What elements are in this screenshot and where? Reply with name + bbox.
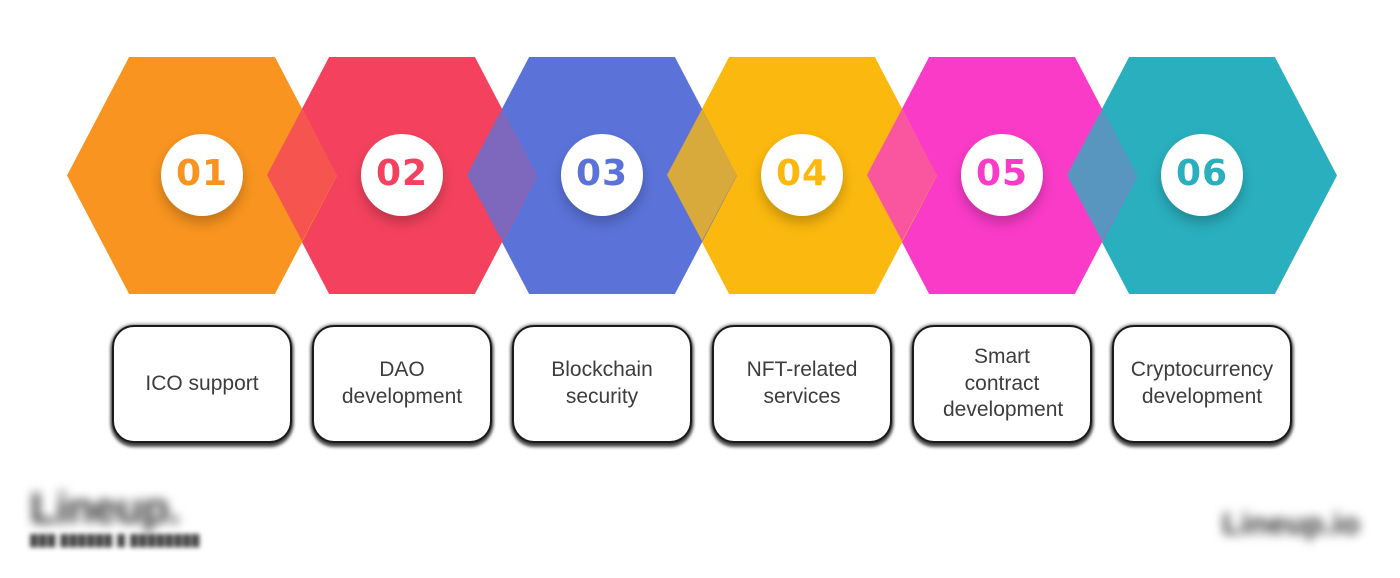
step-card-3: Blockchain security (512, 325, 692, 443)
step-number-circle-2: 02 (361, 134, 443, 216)
brand-logo-redacted: Lineup. ███ ██████ █ ████████ (30, 484, 201, 548)
step-number-circle-5: 05 (961, 134, 1043, 216)
brand-tagline-blurred: ███ ██████ █ ████████ (30, 535, 201, 548)
step-card-label-3: Blockchain security (551, 358, 653, 408)
step-number-3: 03 (575, 153, 629, 194)
step-card-label-2: DAO development (341, 358, 463, 408)
step-number-5: 05 (975, 153, 1029, 194)
step-card-label-1: ICO support (145, 371, 259, 395)
step-card-4: NFT-related services (712, 325, 892, 443)
step-card-2: DAO development (312, 325, 492, 443)
step-number-2: 02 (375, 153, 429, 194)
step-number-1: 01 (175, 153, 229, 194)
step-number-circle-4: 04 (761, 134, 843, 216)
brand-wordmark-blurred: Lineup. (30, 484, 180, 533)
step-number-circle-6: 06 (1161, 134, 1243, 216)
step-card-label-6: Cryptocurrency development (1130, 358, 1274, 408)
step-card-6: Cryptocurrency development (1112, 325, 1292, 443)
website-wordmark-blurred: Lineup.io (1222, 506, 1360, 541)
step-card-5: Smart contract development (912, 325, 1092, 443)
step-card-label-5: Smart contract development (943, 344, 1064, 422)
step-number-circle-3: 03 (561, 134, 643, 216)
step-card-1: ICO support (112, 325, 292, 443)
step-number-6: 06 (1175, 153, 1229, 194)
step-card-label-4: NFT-related services (746, 358, 858, 408)
step-number-circle-1: 01 (161, 134, 243, 216)
step-number-4: 04 (775, 153, 829, 194)
